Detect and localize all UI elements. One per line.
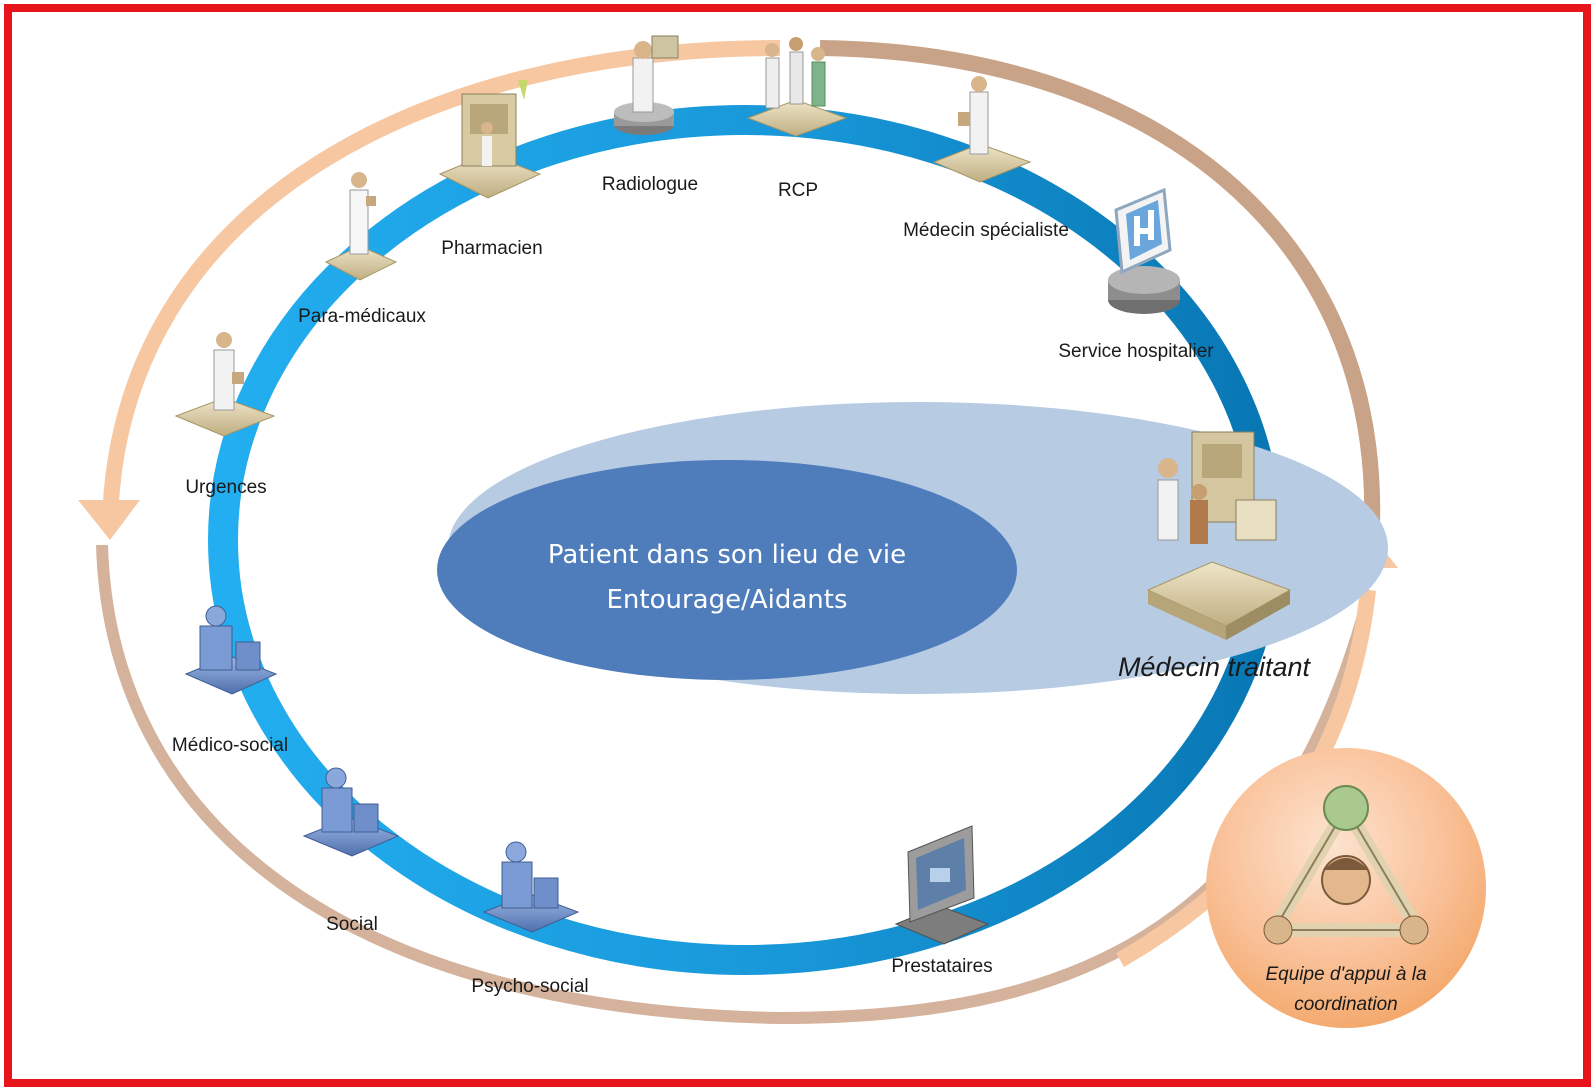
nurse-icon [324,172,398,281]
node-pharmacien[interactable]: Pharmacien [438,80,543,259]
node-label-radiologue: Radiologue [602,174,698,195]
doctor-with-xray-icon [614,35,679,135]
node-label-psycho-social: Psycho-social [471,976,588,997]
node-label-pharmacien: Pharmacien [441,238,542,259]
node-label-medico-social: Médico-social [172,735,288,756]
node-prestataires[interactable]: Prestataires [891,825,993,977]
equipe-label-line1: Equipe d'appui à la [1265,964,1426,985]
node-label-prestataires: Prestataires [891,956,992,977]
equipe-appui-coordination[interactable]: Equipe d'appui à la coordination [1206,748,1486,1028]
pharmacy-counter-icon [438,80,542,199]
node-medecin-traitant[interactable]: Médecin traitant [1118,431,1312,682]
outer-arrow-right-upper [819,40,1381,526]
outer-arrow-left [102,40,781,521]
outer-arrow-left-tip [78,500,140,540]
outer-cycle-arrows [78,40,1398,1025]
node-label-rcp: RCP [778,180,818,201]
social-worker-desk-icon [184,605,278,695]
node-label-para-medicaux: Para-médicaux [298,306,426,327]
node-label-medecin-specialiste: Médecin spécialiste [903,220,1069,241]
node-rcp[interactable]: RCP [746,37,848,201]
node-service-hospitalier[interactable]: Service hospitalier [1058,187,1214,362]
node-urgences[interactable]: Urgences [174,332,276,498]
node-label-social: Social [326,914,378,935]
node-medecin-specialiste[interactable]: Médecin spécialiste [903,76,1069,241]
doctor-office-icon [1146,431,1292,640]
medical-team-icon [746,37,848,137]
center-label-line2: Entourage/Aidants [606,585,847,615]
equipe-label-line2: coordination [1294,994,1398,1015]
node-label-medecin-traitant: Médecin traitant [1118,652,1312,682]
node-label-service-hospitalier: Service hospitalier [1058,341,1214,362]
node-psycho-social[interactable]: Psycho-social [471,841,589,997]
team-triangle-icon [1261,785,1431,945]
node-para-medicaux[interactable]: Para-médicaux [298,172,426,327]
psychologist-icon [482,841,580,933]
social-worker-icon [302,767,400,857]
node-social[interactable]: Social [302,767,400,935]
node-label-urgences: Urgences [185,477,266,498]
doctor-icon [932,76,1032,183]
node-medico-social[interactable]: Médico-social [172,605,288,756]
hospital-sign-icon [1108,187,1180,314]
node-radiologue[interactable]: Radiologue [602,35,698,195]
center-label-line1: Patient dans son lieu de vie [548,540,906,570]
emergency-doctor-icon [174,332,276,437]
monitor-icon [894,825,990,945]
center-ellipse-dark [437,460,1017,680]
